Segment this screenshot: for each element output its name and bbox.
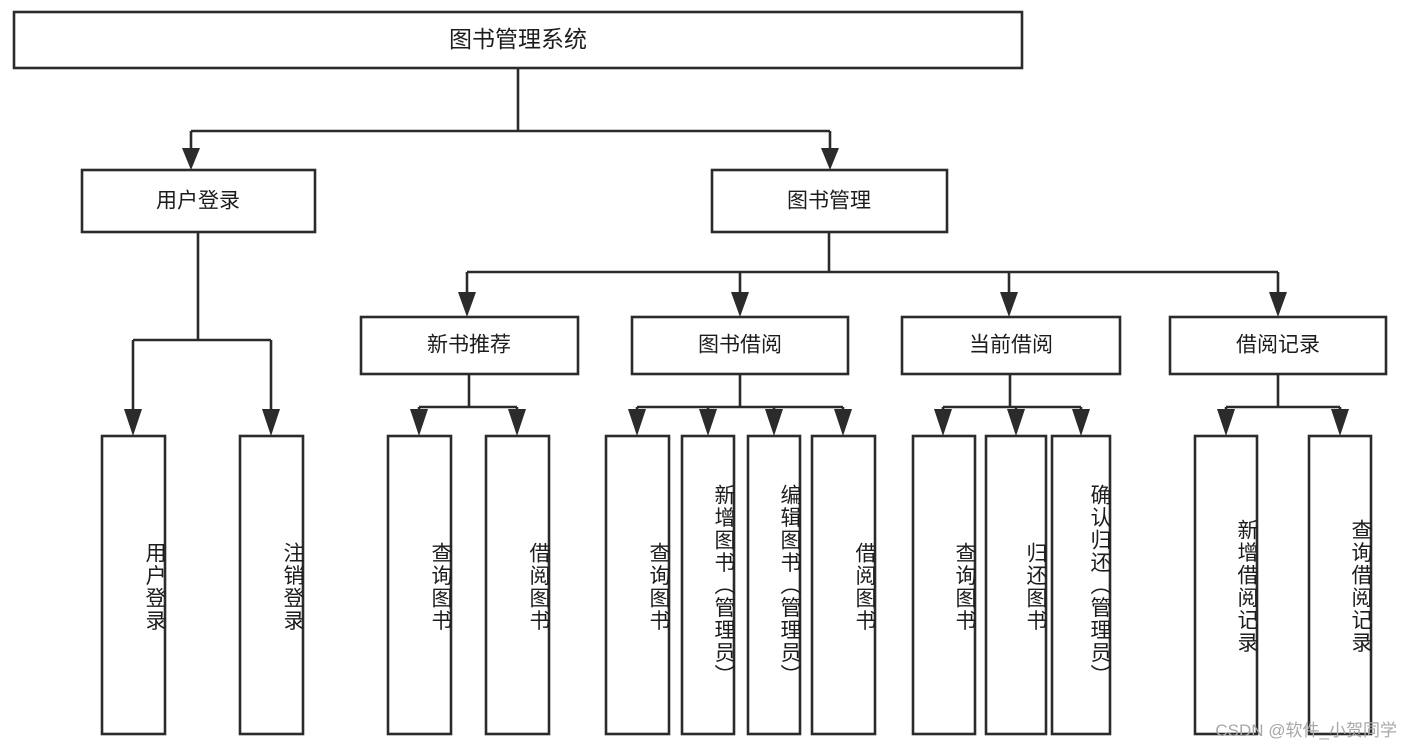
node-new-book-recommend-box[interactable] [359,315,580,376]
node-user-login-label: 用户登录 [156,190,240,213]
arrow-head-leaf-query-book-3 [934,409,952,436]
node-leaf-return-book-box[interactable] [984,434,1048,736]
node-current-borrow-label: 当前借阅 [969,334,1053,357]
node-book-manage-box[interactable] [710,168,949,234]
watermark: CSDN @软件_小贺同学 [1215,721,1397,740]
node-book-manage-label: 图书管理 [787,190,871,213]
arrow-head-leaf-query-book-2 [628,409,646,436]
arrow-head-current-borrow [1000,292,1018,317]
node-root-label: 图书管理系统 [449,26,587,52]
node-root[interactable]: 图书管理系统 [12,10,1024,70]
node-new-book-recommend[interactable]: 新书推荐 [359,315,580,376]
arrow-head-new-book-recommend [458,292,476,317]
node-borrow-record-box[interactable] [1168,315,1388,376]
arrow-head-leaf-user-login [124,409,142,436]
connector-layer [124,68,1349,436]
node-book-borrow[interactable]: 图书借阅 [630,315,850,376]
arrow-head-borrow-record [1269,292,1287,317]
arrow-head-leaf-confirm-return [1072,409,1090,436]
node-book-borrow-box[interactable] [630,315,850,376]
node-leaf-user-login-box[interactable] [100,434,167,736]
node-new-book-recommend-label: 新书推荐 [427,334,511,357]
node-leaf-logout-box[interactable] [238,434,305,736]
leaf-box-layer [100,434,1373,736]
node-user-login[interactable]: 用户登录 [80,168,317,234]
node-leaf-add-book-box[interactable] [680,434,736,736]
node-leaf-query-record-box[interactable] [1307,434,1373,736]
arrow-head-user-login [182,148,200,170]
node-leaf-query-book-3-box[interactable] [911,434,977,736]
node-current-borrow[interactable]: 当前借阅 [900,315,1122,376]
node-borrow-record-label: 借阅记录 [1236,334,1320,357]
arrow-head-book-manage [821,148,839,170]
arrow-head-book-borrow [731,292,749,317]
node-user-login-box[interactable] [80,168,317,234]
node-root-box[interactable] [12,10,1024,70]
arrow-head-leaf-logout [262,409,280,436]
node-leaf-edit-book-box[interactable] [746,434,802,736]
arrow-head-leaf-borrow-book-2 [834,409,852,436]
node-leaf-borrow-book-1-box[interactable] [484,434,551,736]
arrow-head-leaf-add-record [1217,409,1235,436]
arrow-head-leaf-add-book [699,409,717,436]
node-borrow-record[interactable]: 借阅记录 [1168,315,1388,376]
node-leaf-add-record-box[interactable] [1193,434,1259,736]
arrow-head-leaf-query-record [1331,409,1349,436]
node-leaf-borrow-book-2-box[interactable] [810,434,877,736]
node-book-manage[interactable]: 图书管理 [710,168,949,234]
node-leaf-query-book-1-box[interactable] [386,434,453,736]
node-leaf-query-book-2-box[interactable] [604,434,671,736]
arrow-head-leaf-edit-book [765,409,783,436]
arrow-head-leaf-return-book [1007,409,1025,436]
arrow-head-leaf-query-book-1 [410,409,428,436]
arrow-head-leaf-borrow-book-1 [508,409,526,436]
node-current-borrow-box[interactable] [900,315,1122,376]
node-leaf-confirm-return-box[interactable] [1050,434,1112,736]
node-book-borrow-label: 图书借阅 [698,334,782,357]
